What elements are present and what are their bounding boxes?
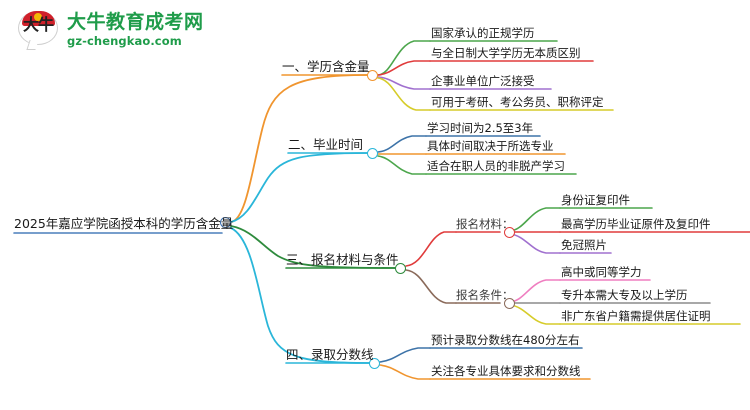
site-logo[interactable]: 大牛 大牛教育成考网 gz-chengkao.com [18, 8, 218, 52]
wire-b2-c3 [377, 155, 427, 175]
wire-b1-c1 [377, 40, 431, 76]
wire-b1-c4 [377, 77, 431, 111]
subgroup-1-child-3-label[interactable]: 免冠照片 [561, 238, 607, 252]
wire-b4-c1 [379, 347, 431, 363]
branch-2-child-1-label[interactable]: 学习时间为2.5至3年 [427, 121, 534, 135]
branch-2-child-3-label[interactable]: 适合在职人员的非脱产学习 [427, 159, 565, 173]
wire-b1-c3 [377, 76, 431, 90]
branch-2-child-2-label[interactable]: 具体时间取决于所选专业 [427, 139, 554, 153]
branch-4-label[interactable]: 四、录取分数线 [286, 347, 374, 362]
wire-sg2-c1 [509, 279, 561, 303]
logo-mark-icon: 大牛 [18, 10, 60, 50]
subgroup-2-child-3-label[interactable]: 非广东省户籍需提供居住证明 [561, 309, 711, 323]
subgroup-1-child-1-label[interactable]: 身份证复印件 [561, 193, 630, 207]
subgroup-2-label[interactable]: 报名条件： [456, 288, 514, 302]
branch-4-node-dot[interactable] [369, 358, 380, 369]
root-node-dot[interactable] [220, 217, 231, 228]
subgroup-1-child-2-label[interactable]: 最高学历毕业证原件及复印件 [561, 217, 711, 231]
subgroup-2-child-1-label[interactable]: 高中或同等学力 [561, 265, 642, 279]
subgroup-2-node-dot[interactable] [504, 298, 515, 309]
subgroup-1-node-dot[interactable] [504, 227, 515, 238]
logo-wordmark: 大牛教育成考网 gz-chengkao.com [67, 10, 204, 48]
wire-b3-sg1 [405, 231, 457, 267]
wire-root-branch-2 [230, 152, 369, 223]
wire-b1-c2 [377, 60, 431, 76]
branch-4-child-2-label[interactable]: 关注各专业具体要求和分数线 [431, 364, 581, 378]
branch-1-child-4-label[interactable]: 可用于考研、考公务员、职称评定 [431, 95, 604, 109]
branch-2-label[interactable]: 二、毕业时间 [288, 137, 364, 152]
branch-3-label[interactable]: 三、报名材料与条件 [286, 252, 399, 267]
wire-b2-c1 [377, 135, 427, 153]
wire-sg1-c1 [509, 207, 561, 232]
branch-1-child-1-label[interactable]: 国家承认的正规学历 [431, 26, 535, 40]
branch-4-child-1-label[interactable]: 预计录取分数线在480分左右 [431, 333, 580, 347]
branch-1-child-2-label[interactable]: 与全日制大学学历无本质区别 [431, 46, 581, 60]
wire-root-branch-1 [230, 74, 369, 223]
branch-1-child-3-label[interactable]: 企事业单位广泛接受 [431, 74, 535, 88]
wire-b4-c2 [379, 364, 431, 380]
branch-3-node-dot[interactable] [395, 263, 406, 274]
logo-subtitle: gz-chengkao.com [67, 33, 182, 48]
wire-root-branch-4 [230, 227, 371, 364]
logo-swoosh-icon [22, 11, 55, 26]
subgroup-2-child-2-label[interactable]: 专升本需大专及以上学历 [561, 288, 688, 302]
branch-1-node-dot[interactable] [367, 70, 378, 81]
logo-mark-text: 大牛 [22, 15, 54, 34]
subgroup-1-label[interactable]: 报名材料： [456, 217, 514, 231]
root-label[interactable]: 2025年嘉应学院函授本科的学历含金量 [14, 216, 234, 231]
wire-sg2-c3 [509, 304, 561, 325]
wire-sg1-c3 [509, 233, 561, 254]
branch-2-node-dot[interactable] [367, 148, 378, 159]
logo-title: 大牛教育成考网 [67, 10, 204, 33]
wire-b3-sg2 [405, 269, 457, 304]
branch-1-label[interactable]: 一、学历含金量 [282, 59, 370, 74]
